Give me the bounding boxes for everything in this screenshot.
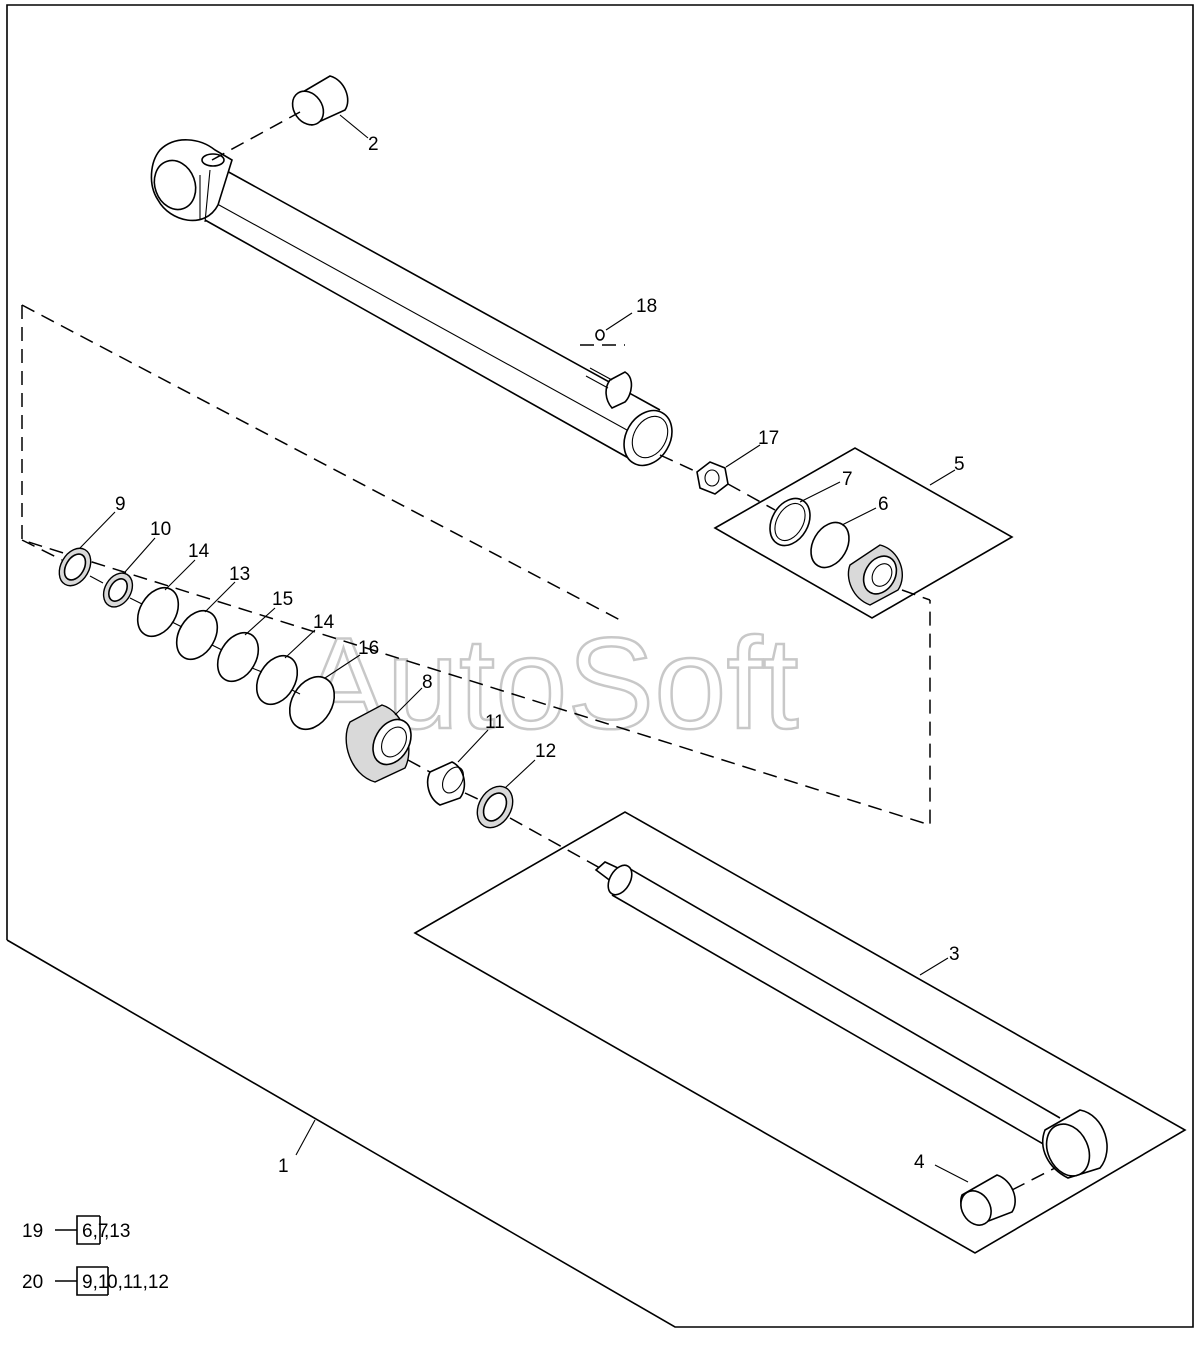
callout-18: 18 bbox=[636, 296, 657, 317]
callout-7: 7 bbox=[842, 469, 853, 490]
callout-8: 8 bbox=[422, 672, 433, 693]
bushing-2 bbox=[211, 75, 349, 161]
callout-5: 5 bbox=[954, 454, 965, 475]
bushing-4 bbox=[960, 1167, 1056, 1226]
wiper-12 bbox=[464, 785, 601, 869]
callout-4: 4 bbox=[914, 1152, 925, 1173]
piston-kit-box-5 bbox=[713, 447, 1014, 619]
callout-labels: 2 18 17 5 7 6 9 10 14 13 15 14 16 8 11 1… bbox=[115, 134, 965, 1177]
callout-16: 16 bbox=[358, 638, 379, 659]
callout-14a: 14 bbox=[188, 541, 210, 562]
leader-lines bbox=[79, 114, 969, 1183]
callout-12: 12 bbox=[535, 741, 556, 762]
rod-kit-box-3 bbox=[413, 811, 1187, 1254]
kit-boxed-parts: 9,1 bbox=[82, 1272, 108, 1293]
cylinder-barrel bbox=[150, 139, 673, 467]
callout-14b: 14 bbox=[313, 612, 335, 633]
callout-15: 15 bbox=[272, 589, 293, 610]
assembly-outline bbox=[6, 4, 1194, 1328]
kit-other-parts: ,13 bbox=[104, 1221, 130, 1242]
callout-13: 13 bbox=[229, 564, 250, 585]
callout-10: 10 bbox=[150, 519, 171, 540]
callout-6: 6 bbox=[878, 494, 889, 515]
kit-number: 20 bbox=[22, 1272, 43, 1293]
kit-boxed-parts: 6,7 bbox=[82, 1221, 108, 1242]
callout-2: 2 bbox=[368, 134, 379, 155]
seal-rings bbox=[21, 539, 336, 731]
nut-17 bbox=[659, 454, 776, 511]
kit-number: 19 bbox=[22, 1221, 43, 1242]
kit-row-19: 19 6,7 ,13 bbox=[22, 1215, 130, 1245]
bushing-11 bbox=[407, 759, 466, 806]
callout-1: 1 bbox=[278, 1156, 289, 1177]
callout-3: 3 bbox=[949, 944, 960, 965]
kit-row-20: 20 9,1 0,11,12 bbox=[22, 1266, 169, 1296]
grease-fitting-18 bbox=[595, 329, 605, 341]
callout-9: 9 bbox=[115, 494, 126, 515]
seal-group-enclosure bbox=[21, 304, 931, 827]
callout-11: 11 bbox=[485, 712, 505, 733]
kit-other-parts: 0,11,12 bbox=[107, 1272, 169, 1293]
kit-legend: 19 6,7 ,13 20 9,1 0,11,12 bbox=[22, 1215, 169, 1296]
callout-17: 17 bbox=[758, 428, 779, 449]
